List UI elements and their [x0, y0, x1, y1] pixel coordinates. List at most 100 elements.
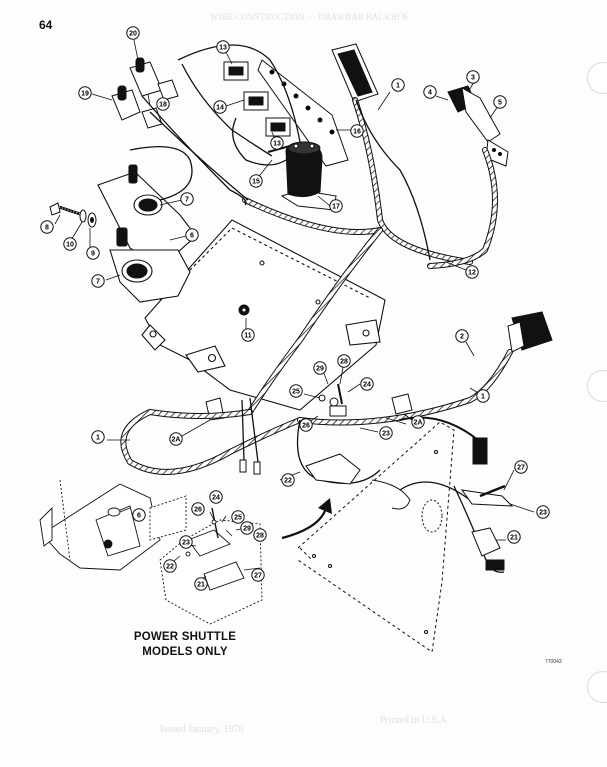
callout-circle — [411, 415, 425, 429]
callout-label: 19 — [81, 90, 89, 97]
callout-label: 6 — [190, 232, 194, 239]
callout-c2b: 2A — [411, 415, 425, 429]
callout-circle — [507, 530, 521, 544]
callout-circle — [191, 502, 205, 516]
callout-c6b: 6 — [132, 508, 146, 522]
bolt-and-washers — [49, 202, 97, 228]
callout-circle — [194, 577, 208, 591]
page-number: 64 — [39, 18, 53, 32]
callout-c22a: 22 — [281, 473, 295, 487]
callout-label: 22 — [166, 563, 174, 570]
callout-c7b: 7 — [91, 274, 105, 288]
callout-circle — [493, 95, 507, 109]
callout-circle — [163, 559, 177, 573]
callout-c13b: 13 — [270, 136, 284, 150]
callout-label: 2 — [460, 333, 464, 340]
callout-c1a: 1 — [391, 78, 405, 92]
callout-c9: 9 — [86, 246, 100, 260]
callout-label: 21 — [510, 534, 518, 541]
callout-circle — [337, 354, 351, 368]
callout-c28a: 28 — [337, 354, 351, 368]
callout-label: 24 — [363, 381, 371, 388]
callout-label: 7 — [185, 196, 189, 203]
callout-circle — [156, 97, 170, 111]
callout-circle — [40, 220, 54, 234]
callout-label: 4 — [428, 89, 432, 96]
callout-label: 18 — [159, 101, 167, 108]
callout-circle — [63, 237, 77, 251]
callout-label: 26 — [302, 422, 310, 429]
callout-label: 13 — [273, 140, 281, 147]
callout-c21b: 21 — [194, 577, 208, 591]
callout-c21a: 21 — [507, 530, 521, 544]
callout-c13a: 13 — [216, 40, 230, 54]
callout-c26a: 26 — [299, 418, 313, 432]
callout-circle — [423, 85, 437, 99]
figure-caption: POWER SHUTTLE MODELS ONLY — [105, 630, 265, 660]
callout-c6a: 6 — [185, 228, 199, 242]
inset-detail — [39, 479, 263, 625]
callout-c12: 12 — [465, 265, 479, 279]
callout-label: 24 — [212, 494, 220, 501]
toggle-switches — [111, 57, 179, 129]
callout-label: 16 — [353, 128, 361, 135]
callout-c27b: 27 — [251, 568, 265, 582]
callout-circle — [465, 265, 479, 279]
callout-circle — [216, 40, 230, 54]
callout-c25b: 25 — [231, 510, 245, 524]
caption-line: POWER SHUTTLE — [133, 631, 237, 643]
callout-c25a: 25 — [289, 384, 303, 398]
callout-circle — [91, 274, 105, 288]
shuttle-plate — [297, 421, 455, 653]
starter-solenoid — [267, 141, 337, 211]
callout-circle — [179, 535, 193, 549]
detail-arrow — [318, 498, 332, 514]
callout-circle — [350, 124, 364, 138]
mounting-plate — [141, 219, 386, 411]
callout-label: 21 — [197, 581, 205, 588]
callout-circle — [86, 246, 100, 260]
callout-c17: 17 — [329, 199, 343, 213]
callout-label: 23 — [182, 539, 190, 546]
callout-label: 11 — [244, 332, 252, 339]
callout-c16: 16 — [350, 124, 364, 138]
callout-c2: 2 — [455, 329, 469, 343]
wiring-harness — [120, 97, 513, 475]
callout-circle — [299, 418, 313, 432]
callout-circle — [379, 426, 393, 440]
callout-c5: 5 — [493, 95, 507, 109]
callout-label: 27 — [517, 464, 525, 471]
caption-line: MODELS ONLY — [142, 646, 228, 658]
callout-circle — [249, 174, 263, 188]
callout-label: 14 — [216, 104, 224, 111]
callout-c11: 11 — [241, 328, 255, 342]
callout-label: 2A — [172, 436, 181, 443]
callout-circle — [476, 389, 490, 403]
callout-c15: 15 — [249, 174, 263, 188]
bleed-through-text: Printed in U.S.A. — [380, 715, 450, 726]
callout-c14: 14 — [213, 100, 227, 114]
callout-circle — [514, 460, 528, 474]
callout-c7a: 7 — [180, 192, 194, 206]
detail-arrow — [281, 507, 328, 540]
callout-circle — [240, 521, 254, 535]
callout-label: 7 — [96, 278, 100, 285]
callout-c22b: 22 — [163, 559, 177, 573]
callout-label: 10 — [66, 241, 74, 248]
callout-label: 12 — [468, 269, 476, 276]
callout-c29b: 29 — [240, 521, 254, 535]
callout-c4: 4 — [423, 85, 437, 99]
callout-circle — [281, 473, 295, 487]
callout-circle — [455, 329, 469, 343]
callout-c23b: 23 — [536, 505, 550, 519]
switch-bracket — [460, 484, 514, 571]
callout-label: 8 — [45, 224, 49, 231]
callout-c24a: 24 — [360, 377, 374, 391]
callout-c27a: 27 — [514, 460, 528, 474]
multi-pin-connector — [331, 43, 379, 103]
shuttle-linkage — [305, 383, 411, 510]
wire-leads — [129, 44, 505, 573]
callout-c1c: 1 — [476, 389, 490, 403]
callout-label: 6 — [137, 512, 141, 519]
